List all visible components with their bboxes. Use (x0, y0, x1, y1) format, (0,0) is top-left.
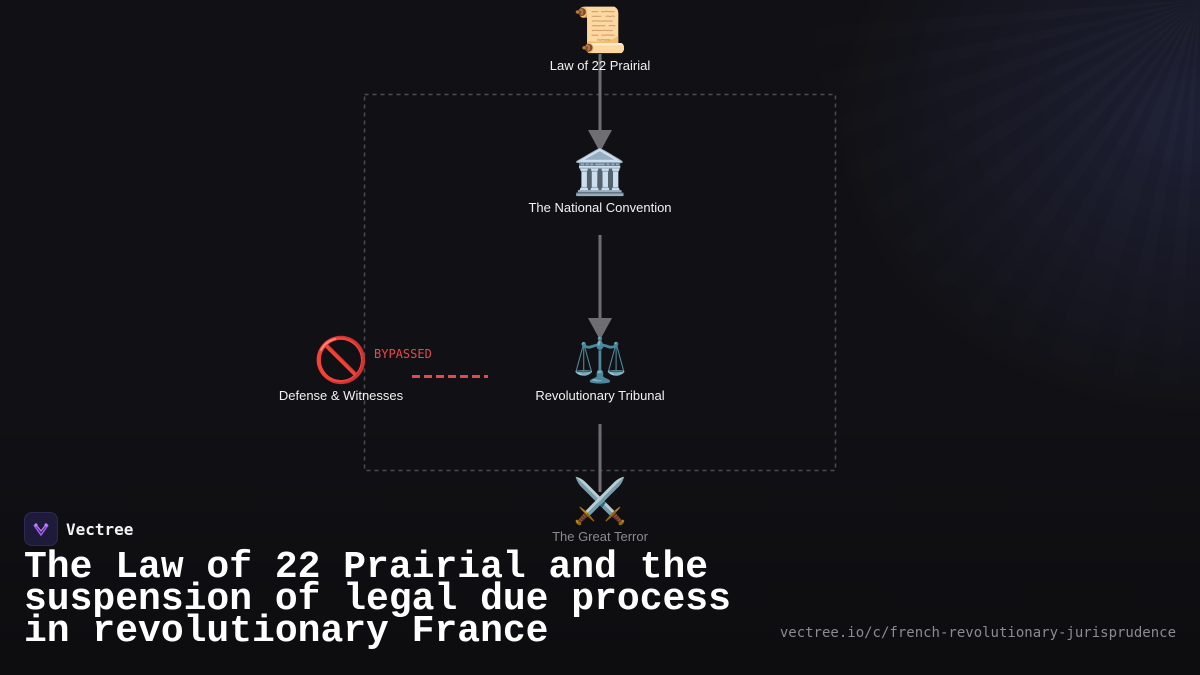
node-label: The Great Terror (552, 529, 648, 544)
node-law-of-22-prairial: 📜 Law of 22 Prairial (480, 6, 720, 73)
node-great-terror: ⚔️ The Great Terror (480, 477, 720, 544)
arrowhead-tribunal (588, 318, 612, 340)
node-label: Defense & Witnesses (278, 388, 404, 403)
source-url[interactable]: vectree.io/c/french-revolutionary-jurisp… (779, 625, 1176, 641)
prohibited-icon: 🚫 (313, 336, 369, 385)
scroll-icon: 📜 (572, 6, 628, 55)
brand-name: Vectree (66, 519, 134, 539)
node-label: The National Convention (528, 200, 672, 215)
node-national-convention: 🏛️ The National Convention (480, 148, 720, 215)
node-defense-witnesses: 🚫 Defense & Witnesses (221, 336, 461, 403)
classical-building-icon: 🏛️ (572, 148, 628, 197)
arrowhead-convention (588, 130, 612, 152)
brand[interactable]: Vectree (24, 512, 133, 546)
page-title: The Law of 22 Prairial and the suspensio… (24, 546, 731, 653)
scales-icon: ⚖️ (572, 336, 628, 385)
node-revolutionary-tribunal: ⚖️ Revolutionary Tribunal (480, 336, 720, 403)
vectree-logo-icon (24, 512, 58, 546)
bypassed-label: BYPASSED (374, 347, 432, 361)
background-rays (680, 0, 1200, 520)
crossed-swords-icon: ⚔️ (572, 477, 628, 526)
node-label: Law of 22 Prairial (549, 58, 651, 73)
node-label: Revolutionary Tribunal (535, 388, 665, 403)
